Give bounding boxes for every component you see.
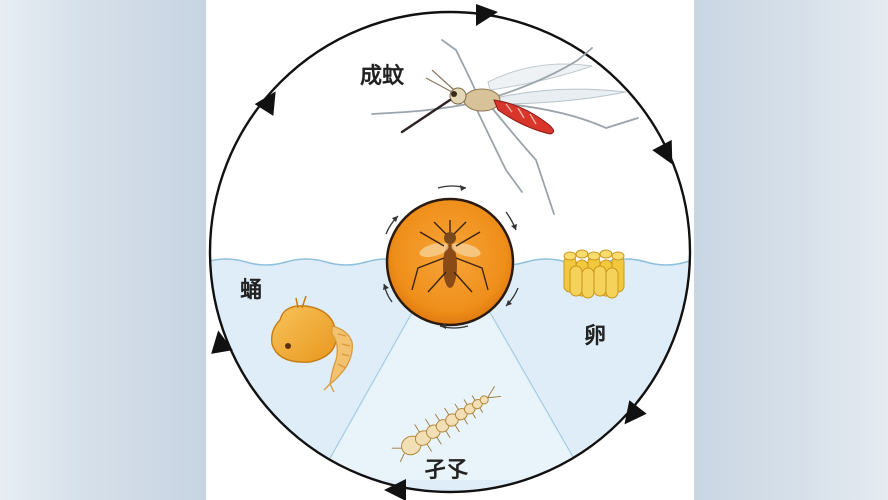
lifecycle-diagram [208, 4, 692, 500]
arrow-bottom-icon [384, 479, 406, 500]
arrow-upper-right-icon [652, 139, 673, 165]
background-right [694, 0, 888, 500]
arrow-top-icon [476, 4, 498, 26]
arrow-upper-left-icon [254, 91, 276, 116]
arrow-lower-right-icon [624, 400, 647, 425]
cycle-arrows [211, 4, 673, 500]
inner-arrows [383, 185, 519, 329]
egg-raft-icon [563, 249, 625, 299]
arrow-lower-left-icon [211, 330, 233, 354]
larva-icon [391, 386, 502, 462]
pupa-icon [270, 295, 353, 393]
cycle-ring [208, 10, 692, 494]
background-left [0, 0, 206, 500]
adult-mosquito-icon [371, 39, 639, 215]
label-pupa: 蛹 [240, 278, 263, 303]
label-adult: 成蚊 [360, 64, 405, 89]
label-egg: 卵 [584, 324, 607, 349]
label-larva: 孑孓 [424, 458, 469, 483]
center-disc [385, 197, 515, 327]
center-mosquito-icon [411, 220, 489, 293]
